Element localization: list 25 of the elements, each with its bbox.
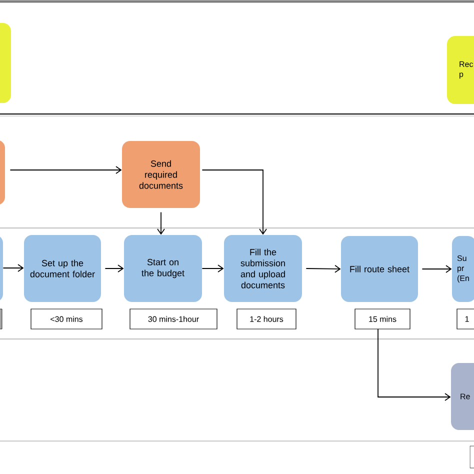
- arrow: [10, 166, 122, 174]
- duration-box: 30 mins-1hour: [130, 308, 218, 330]
- duration-box: 1: [456, 308, 474, 330]
- process-box: Fill the submission and upload documents: [224, 235, 302, 302]
- arrow: [104, 264, 124, 272]
- process-box: Fill route sheet: [341, 236, 418, 302]
- duration-box: 1-2 hours: [236, 308, 296, 330]
- arrow: [157, 212, 165, 235]
- process-box: [0, 140, 5, 205]
- process-box: Send required documents: [122, 141, 200, 208]
- process-box: Su pr (En: [452, 236, 474, 302]
- duration-box: <30 mins: [30, 308, 102, 330]
- process-box: Re: [451, 363, 474, 430]
- arrow: [202, 170, 267, 235]
- process-box: Rec p: [447, 36, 474, 104]
- arrow: [202, 264, 224, 272]
- arrow: [2, 264, 24, 272]
- arrow: [422, 265, 452, 273]
- process-box: [0, 23, 11, 103]
- process-box: [0, 235, 3, 302]
- arrow: [378, 328, 451, 401]
- process-box: Start on the budget: [124, 235, 202, 302]
- duration-box: 15 mins: [354, 308, 410, 330]
- process-box: Set up the document folder: [24, 235, 101, 302]
- arrow: [306, 264, 341, 273]
